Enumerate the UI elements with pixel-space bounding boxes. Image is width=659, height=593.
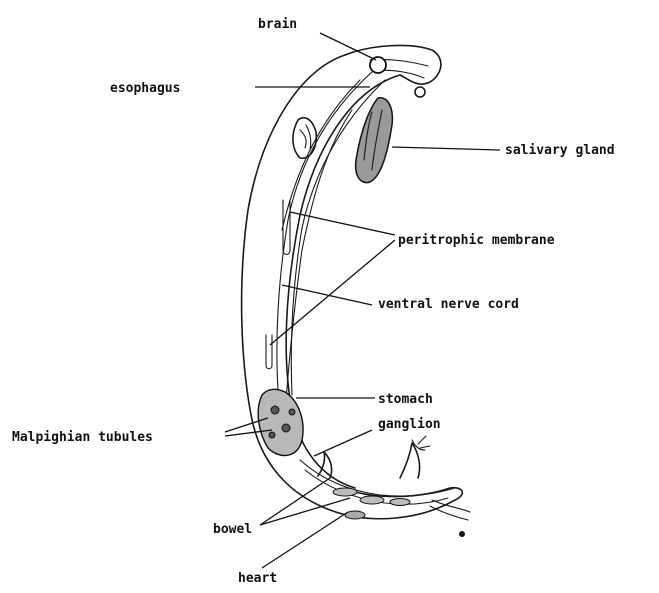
head-capsule xyxy=(345,45,441,84)
label-esophagus: esophagus xyxy=(110,81,180,96)
label-bowel: bowel xyxy=(213,522,252,537)
leader-ganglion xyxy=(314,430,372,456)
label-salivary-gland: salivary gland xyxy=(505,143,615,158)
label-brain: brain xyxy=(258,17,297,32)
leader-bowel-1 xyxy=(260,478,330,525)
leader-brain xyxy=(320,33,376,60)
mouthpart xyxy=(415,87,425,97)
label-stomach: stomach xyxy=(378,392,433,407)
gastric-caeca xyxy=(293,118,316,158)
label-heart: heart xyxy=(238,571,277,586)
leader-salivary-gland xyxy=(392,147,500,150)
brain-organ xyxy=(370,57,386,73)
anal-papillae xyxy=(318,436,470,537)
labels: brain esophagus salivary gland peritroph… xyxy=(12,17,615,586)
label-peritrophic-membrane: peritrophic membrane xyxy=(398,233,555,248)
malpighian-tubules-cluster xyxy=(258,389,303,455)
label-ganglion: ganglion xyxy=(378,417,441,432)
salivary-gland xyxy=(356,98,393,183)
label-malpighian-tubules: Malpighian tubules xyxy=(12,430,153,445)
label-ventral-nerve-cord: ventral nerve cord xyxy=(378,297,519,312)
